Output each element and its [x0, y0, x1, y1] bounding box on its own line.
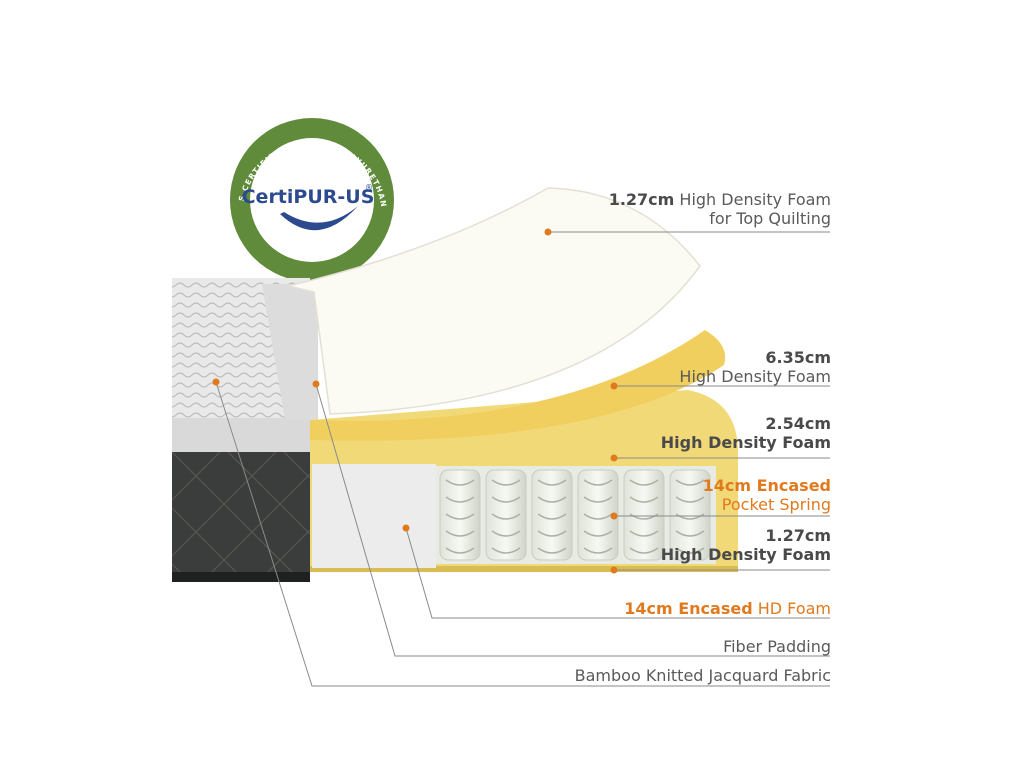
label-hd-foam: 14cm Encased HD Foam	[624, 599, 831, 618]
fiber-padding-layer	[262, 284, 318, 440]
coil-wire	[583, 496, 613, 503]
badge-swoosh-icon	[280, 206, 358, 231]
coil-wire	[445, 496, 475, 503]
coil-wire	[629, 513, 659, 520]
coil-wire	[583, 547, 613, 554]
badge-registered-mark: ®	[365, 183, 373, 192]
coil-wire	[675, 547, 705, 554]
coil-wire	[675, 513, 705, 520]
pocket-coil	[623, 469, 665, 561]
base-foam-layer	[310, 566, 738, 572]
top-quilt-foam-sheet	[287, 187, 701, 415]
pocket-coil	[531, 469, 573, 561]
coil-wire	[445, 513, 475, 520]
label-fiber-padding: Fiber Padding	[723, 637, 831, 656]
label-fabric: Bamboo Knitted Jacquard Fabric	[574, 666, 831, 685]
pocket-coil	[485, 469, 527, 561]
coil-wire	[629, 547, 659, 554]
badge-logo-text: CertiPUR-US	[242, 186, 375, 208]
pocket-coil	[439, 469, 481, 561]
dot-fiber-padding	[312, 380, 320, 388]
coil-wire	[675, 530, 705, 537]
coil-wire	[537, 479, 567, 486]
label-support-foam: 2.54cm High Density Foam	[660, 414, 831, 452]
dot-comfort-foam	[610, 382, 618, 390]
coil-wire	[583, 513, 613, 520]
leader-lines	[215, 231, 830, 687]
coil-wire	[583, 530, 613, 537]
coil-wire	[675, 479, 705, 486]
coil-wire	[445, 530, 475, 537]
certipur-us-badge: CONTAINS CERTIFIED FLEXIBLE POLYURETHANE…	[0, 0, 394, 282]
coil-wire	[537, 530, 567, 537]
dot-base-foam	[610, 566, 618, 574]
cover-bottom-edge	[172, 572, 310, 582]
coil-wire	[537, 513, 567, 520]
coil-wire	[537, 496, 567, 503]
dot-support-foam	[610, 454, 618, 462]
quilted-side-panel	[172, 452, 310, 580]
label-base-foam: 1.27cm High Density Foam	[660, 526, 831, 564]
hd-foam-side-block	[312, 464, 436, 568]
dot-hd-foam	[402, 524, 410, 532]
coil-wire	[629, 496, 659, 503]
coil-wire	[537, 547, 567, 554]
knit-border-panel	[172, 418, 310, 452]
coil-wire	[583, 479, 613, 486]
coil-wire	[445, 547, 475, 554]
coil-wire	[491, 496, 521, 503]
badge-inner	[250, 138, 374, 262]
pocket-coil	[669, 469, 711, 561]
label-top-quilt-foam: 1.27cm High Density Foam for Top Quiltin…	[608, 190, 831, 228]
coil-wire	[445, 479, 475, 486]
coil-wire	[629, 479, 659, 486]
dot-pocket-spring	[610, 512, 618, 520]
coil-wire	[491, 547, 521, 554]
callout-dots	[212, 228, 618, 574]
spring-background	[436, 466, 716, 564]
coil-wire	[675, 496, 705, 503]
dot-top-quilt-foam	[544, 228, 552, 236]
comfort-foam-layer	[310, 330, 726, 441]
coil-wire	[491, 530, 521, 537]
label-pocket-spring: 14cm Encased Pocket Spring	[702, 476, 831, 514]
pocket-spring-unit	[436, 466, 716, 564]
coil-wire	[491, 513, 521, 520]
coil-wire	[629, 530, 659, 537]
coil-wire	[491, 479, 521, 486]
pocket-coil	[577, 469, 619, 561]
dot-fabric	[212, 378, 220, 386]
label-comfort-foam: 6.35cm High Density Foam	[679, 348, 831, 386]
